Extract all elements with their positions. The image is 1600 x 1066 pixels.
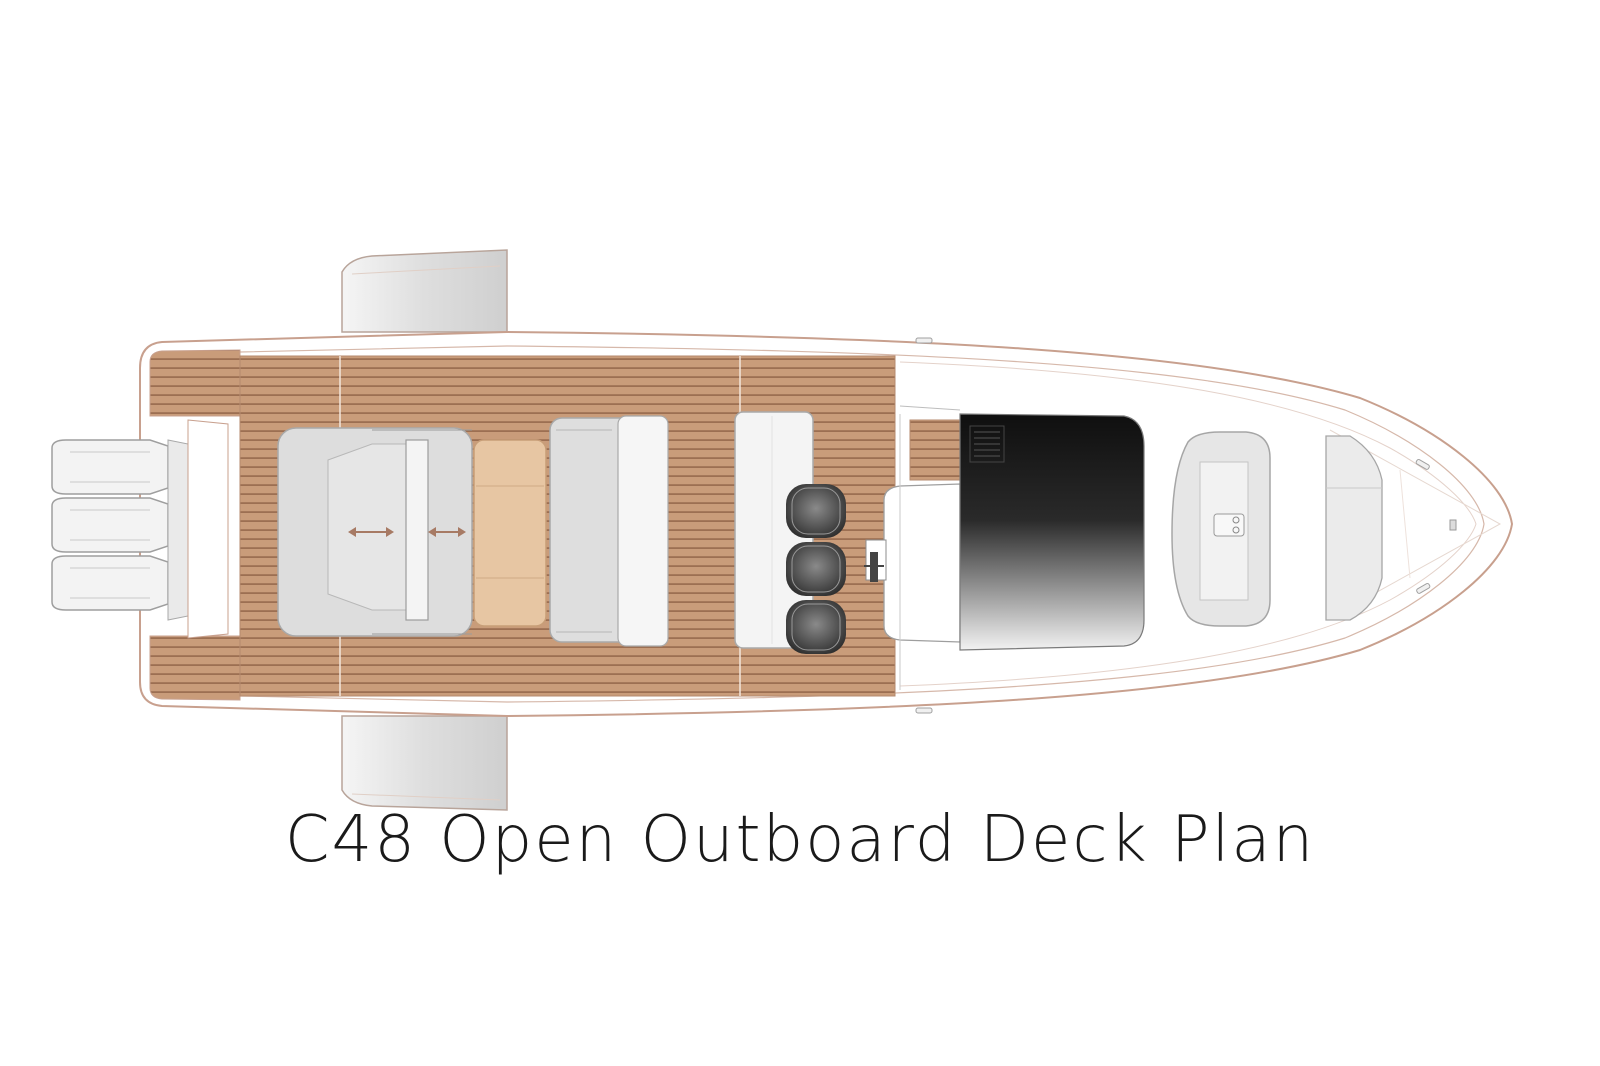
helm-seat-icon — [786, 600, 846, 654]
slide-arrow-icon — [428, 527, 466, 537]
deck-hardware — [915, 337, 1457, 714]
fold-out-balcony-bottom — [341, 715, 508, 811]
cockpit-table — [473, 439, 547, 627]
helm-seat-icon — [786, 542, 846, 596]
bow-lounge — [1171, 431, 1271, 627]
aft-lounge-seating — [277, 427, 473, 637]
helm-seats — [786, 484, 846, 654]
outboard-engine-icon — [51, 439, 169, 495]
helm-seat-icon — [786, 484, 846, 538]
bow-sunpad — [1325, 435, 1383, 621]
slide-arrow-icon — [348, 527, 394, 537]
cockpit-settee — [549, 415, 669, 647]
outboard-engine-icon — [51, 497, 169, 553]
vent-grille — [969, 425, 1005, 463]
outboard-engines — [51, 419, 229, 639]
fold-out-balcony-top — [341, 249, 508, 333]
outboard-engine-icon — [51, 555, 169, 611]
helm-console — [864, 405, 1145, 690]
steering-wheel-icon — [864, 552, 884, 582]
figure-caption: C48 Open Outboard Deck Plan — [284, 803, 1316, 877]
